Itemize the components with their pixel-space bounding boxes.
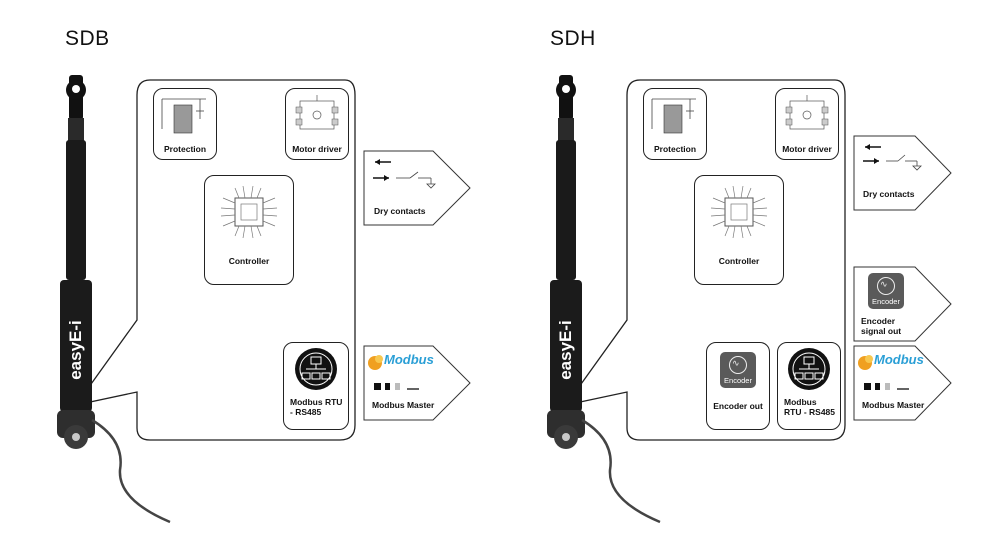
dry-contacts-label: Dry contacts [863,189,915,199]
encoder-icon-text: Encoder [724,376,752,385]
protection-block: Protection [643,88,707,160]
modbus-logo: Modbus [874,352,924,367]
panel-title: SDH [550,27,596,50]
dry-contacts-icon [863,144,922,171]
modbus-master-output [853,345,952,421]
controller-chip-icon [710,185,768,239]
actuator [57,75,171,524]
actuator [547,75,661,524]
modbus-rtu-label: Modbus RTU - RS485 [290,397,343,417]
controller-label: Controller [718,256,760,266]
modbus-rtu-icon [788,348,830,390]
motor-driver-label: Motor driver [292,144,342,154]
panel-sdh: SDH easyE-i Protection [490,0,990,546]
modbus-rtu-icon [295,348,337,390]
protection-label: Protection [163,144,207,154]
encoder-icon: ∿ Encoder [720,352,756,388]
motor-driver-block: Motor driver [775,88,839,160]
modbus-rtu-label: Modbus RTU - RS485 [784,397,836,417]
protection-circuit-icon [651,98,696,134]
controller-label: Controller [228,256,270,266]
modbus-master-output [363,345,471,421]
modbus-rtu-block: Modbus RTU - RS485 [777,342,841,430]
encoder-out-label: Encoder out [713,401,763,411]
encoder-icon-text: Encoder [872,297,900,306]
motor-driver-block: Motor driver [285,88,349,160]
modbus-master-label: Modbus Master [862,400,925,410]
controller-block: Controller [694,175,784,285]
encoder-signal-out-label: Encoder signal out [861,316,902,336]
actuator-label: easyE-i [66,320,85,380]
motor-driver-circuit-icon [785,95,829,130]
modbus-master-label: Modbus Master [372,400,435,410]
dry-contacts-output [853,135,952,211]
modbus-logo: Modbus [384,352,434,367]
actuator-label: easyE-i [556,320,575,380]
dry-contacts-output [363,150,471,226]
encoder-out-block: ∿ Encoder Encoder out [706,342,770,430]
protection-circuit-icon [161,98,206,134]
modbus-logo-icon [368,355,419,390]
modbus-rtu-block: Modbus RTU - RS485 [283,342,349,430]
dry-contacts-label: Dry contacts [374,206,426,216]
motor-driver-circuit-icon [295,95,339,130]
dry-contacts-icon [373,159,436,189]
protection-label: Protection [653,144,697,154]
protection-block: Protection [153,88,217,160]
controller-block: Controller [204,175,294,285]
motor-driver-label: Motor driver [782,144,832,154]
panel-title: SDB [65,27,110,50]
encoder-icon: ∿ Encoder [868,273,904,309]
controller-chip-icon [220,185,278,239]
modbus-logo-icon [858,355,909,390]
panel-sdb: SDB easyE-i Protection [57,27,471,524]
